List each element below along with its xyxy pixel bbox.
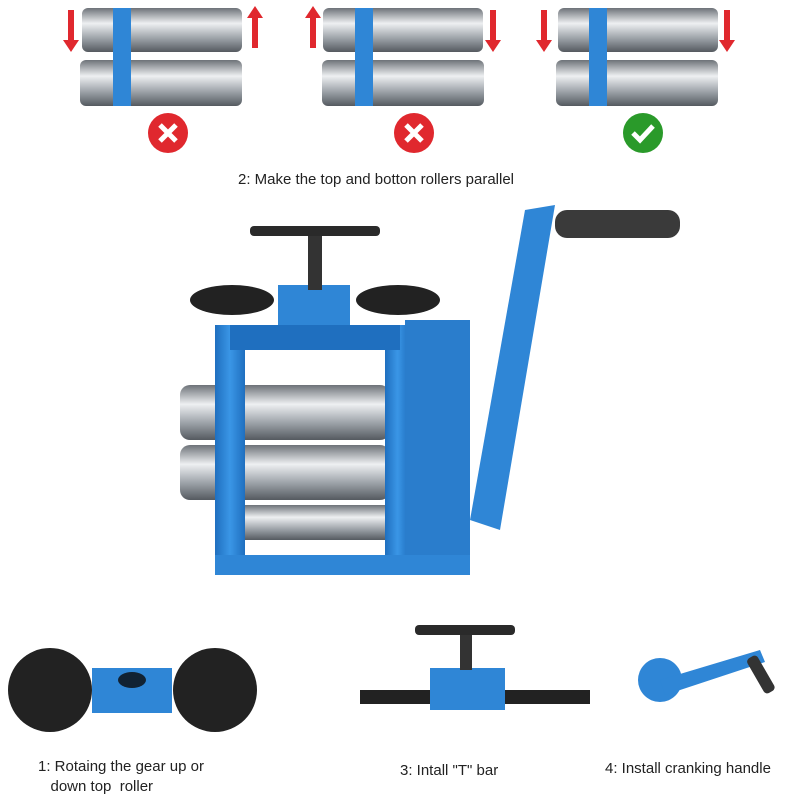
step-4-caption: 4: Install cranking handle	[605, 760, 771, 777]
step-3-caption: 3: Intall "T" bar	[400, 762, 499, 779]
arrow-up-icon	[247, 6, 263, 48]
roller-example-3	[536, 8, 735, 106]
x-mark-icon	[148, 113, 188, 153]
arrow-down-icon	[63, 10, 79, 52]
parallel-rollers-caption: 2: Make the top and botton rollers paral…	[238, 171, 514, 188]
check-mark-icon	[623, 113, 663, 153]
step-1-caption-line2: down top roller	[38, 778, 154, 795]
step-1-caption-line1: 1: Rotaing the gear up or	[38, 758, 204, 775]
arrow-down-icon	[536, 10, 552, 52]
arrow-up-icon	[305, 6, 321, 48]
rolling-mill-machine	[180, 205, 680, 575]
crank-handle-image	[638, 650, 775, 702]
x-mark-icon	[394, 113, 434, 153]
roller-example-1	[63, 6, 263, 106]
arrow-down-icon	[485, 10, 501, 52]
gear-assembly-image	[8, 648, 257, 732]
arrow-down-icon	[719, 10, 735, 52]
t-bar-image	[360, 625, 590, 710]
roller-example-2	[305, 6, 501, 106]
